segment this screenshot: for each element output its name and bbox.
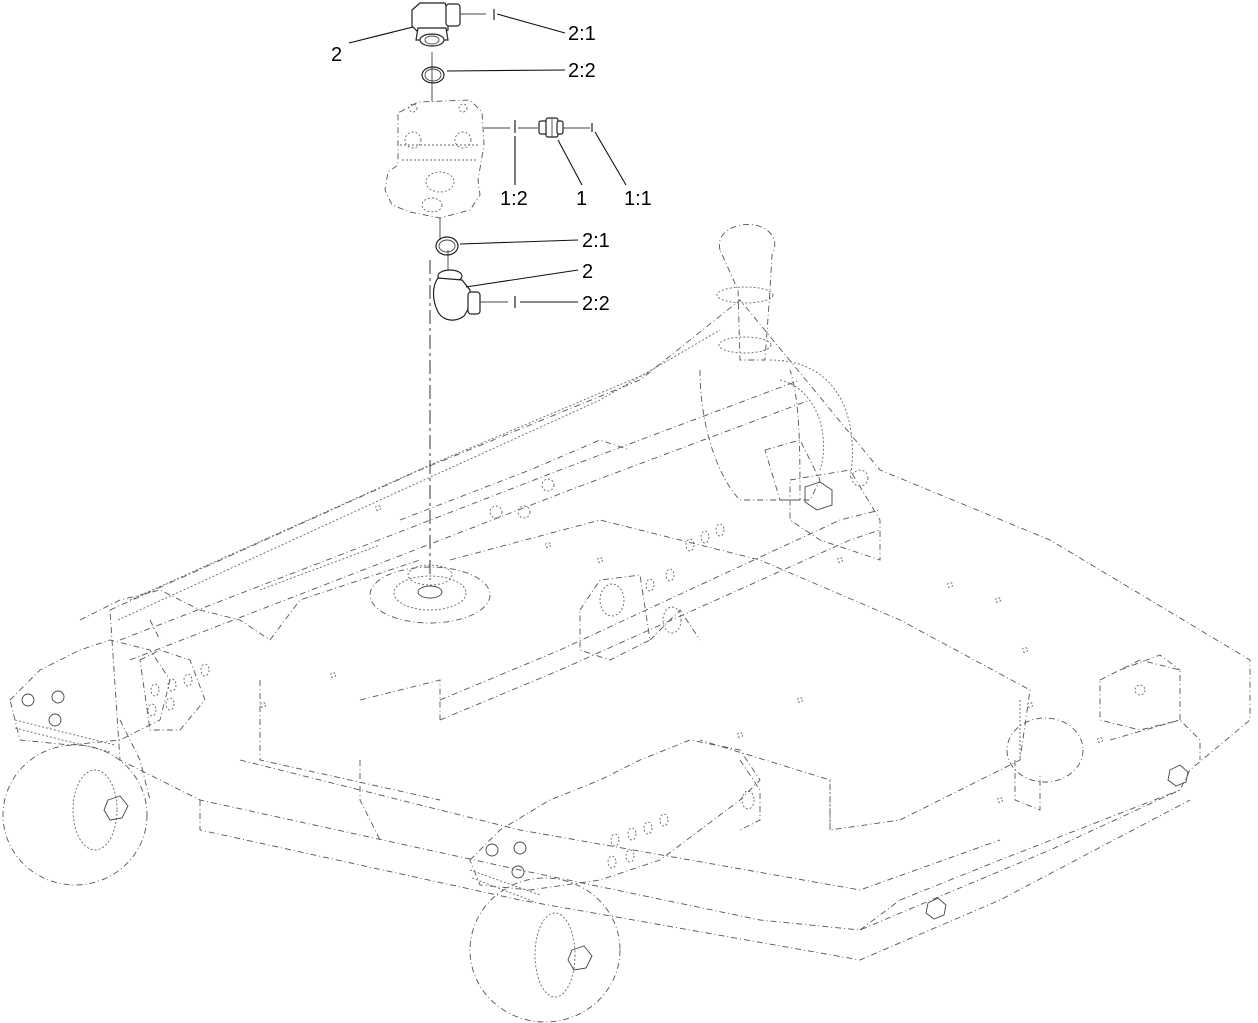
leader-lines [348,13,627,303]
callout-lower-elbow-base-oring: 2:1 [582,230,610,252]
callout-straight-fitting: 1 [576,188,588,210]
straight-fitting [538,117,564,138]
upper-elbow-base-oring [421,66,445,84]
upper-elbow-fitting [411,2,486,47]
callout-upper-elbow-base-oring: 2:2 [568,60,596,82]
callout-lower-elbow-side-oring: 2:2 [582,293,610,315]
mower-deck [2,223,1251,1023]
callout-upper-elbow-side-oring: 2:1 [568,23,596,45]
callout-lower-elbow-fitting: 2 [582,261,594,283]
callout-straight-fitting-oring-inner: 1:2 [500,188,528,210]
hydraulic-motor [384,99,510,219]
callout-upper-elbow-fitting: 2 [331,44,343,66]
lower-elbow-fitting [432,269,508,321]
lower-elbow-base-oring [435,236,459,256]
callout-straight-fitting-oring-outer: 1:1 [624,188,652,210]
